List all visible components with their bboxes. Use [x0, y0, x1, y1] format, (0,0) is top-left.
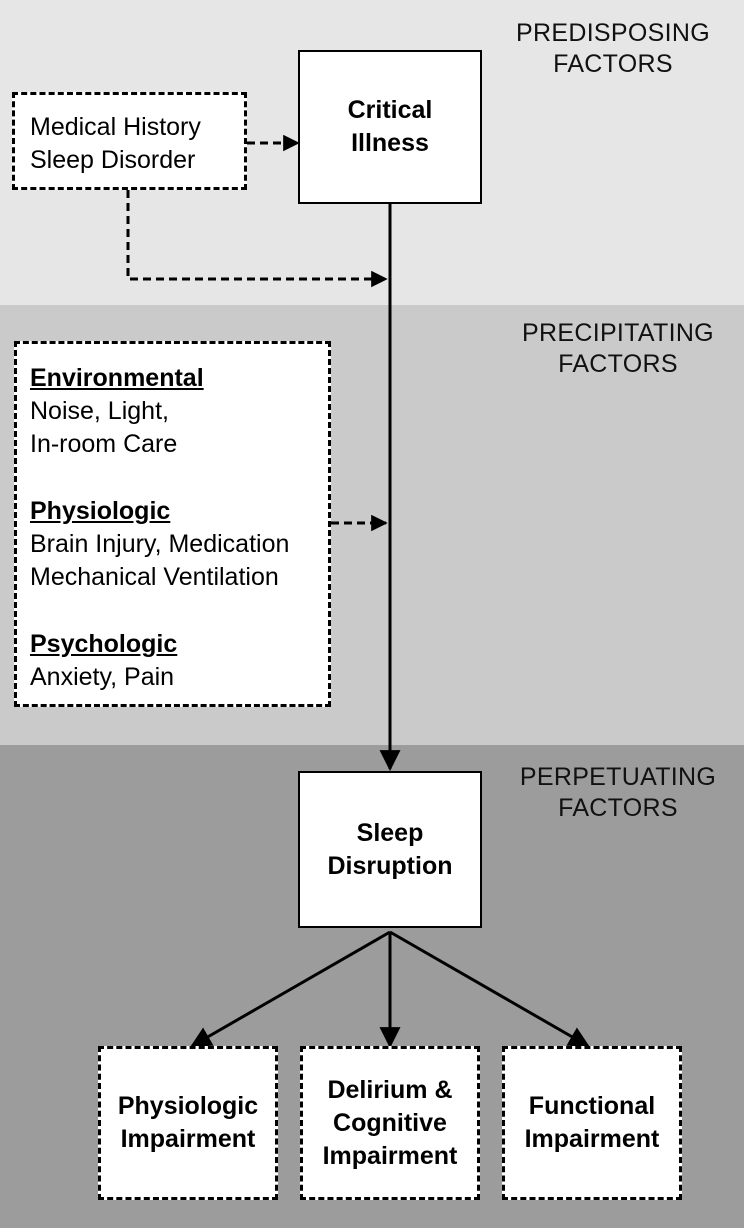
- delirium-cognitive-impairment-box: Delirium & Cognitive Impairment: [300, 1046, 480, 1200]
- physiologic-heading: Physiologic: [30, 497, 171, 525]
- precipitating-title: PRECIPITATING FACTORS: [488, 318, 744, 380]
- outcome-line: Physiologic: [117, 1092, 259, 1120]
- outcome-line: Delirium &: [327, 1075, 453, 1104]
- functional-impairment-label: Functional Impairment: [525, 1090, 660, 1156]
- environmental-heading: Environmental: [30, 364, 204, 392]
- perpetuating-title-line: FACTORS: [558, 794, 678, 822]
- critical-illness-line: Illness: [351, 129, 429, 157]
- predisposing-title: PREDISPOSING FACTORS: [483, 18, 743, 80]
- history-to-spine-arrow: [126, 190, 388, 288]
- outcome-line: Impairment: [524, 1125, 660, 1153]
- sleep-disruption-box: Sleep Disruption: [298, 771, 482, 928]
- psychologic-group: Psychologic Anxiety, Pain: [30, 628, 328, 694]
- critical-illness-label: Critical Illness: [348, 94, 433, 160]
- environmental-item: In-room Care: [30, 430, 178, 458]
- sleep-to-functional-arrow: [389, 930, 590, 1048]
- perpetuating-title: PERPETUATING FACTORS: [488, 762, 744, 824]
- precipitating-factors-box: Environmental Noise, Light, In-room Care…: [14, 341, 331, 707]
- functional-impairment-box: Functional Impairment: [502, 1046, 682, 1200]
- precipitating-title-line: PRECIPITATING: [522, 319, 714, 347]
- psychologic-item: Anxiety, Pain: [30, 663, 175, 691]
- physiologic-impairment-label: Physiologic Impairment: [118, 1090, 258, 1156]
- psychologic-heading: Psychologic: [30, 630, 178, 658]
- physiologic-group: Physiologic Brain Injury, Medication Mec…: [30, 495, 328, 594]
- sleep-to-physiologic-arrow: [190, 930, 391, 1048]
- predisposing-title-line: PREDISPOSING: [516, 19, 710, 47]
- sleep-disruption-line: Disruption: [327, 851, 453, 880]
- outcome-line: Cognitive: [333, 1108, 447, 1137]
- predisposing-title-line: FACTORS: [553, 50, 673, 78]
- precipitating-title-line: FACTORS: [558, 350, 678, 378]
- medical-history-line: Sleep Disorder: [30, 146, 196, 174]
- outcome-line: Functional: [528, 1092, 656, 1120]
- perpetuating-title-line: PERPETUATING: [519, 763, 717, 791]
- medical-history-box: Medical History Sleep Disorder: [12, 92, 247, 190]
- medical-history-line: Medical History: [30, 113, 201, 141]
- physiologic-item: Mechanical Ventilation: [30, 563, 279, 591]
- environmental-item: Noise, Light,: [30, 397, 169, 425]
- sleep-disruption-line: Sleep: [356, 818, 424, 847]
- environmental-group: Environmental Noise, Light, In-room Care: [30, 362, 328, 461]
- outcome-line: Impairment: [120, 1125, 256, 1153]
- physiologic-impairment-box: Physiologic Impairment: [98, 1046, 278, 1200]
- critical-illness-box: Critical Illness: [298, 50, 482, 204]
- physiologic-item: Brain Injury, Medication: [30, 530, 290, 558]
- delirium-cognitive-impairment-label: Delirium & Cognitive Impairment: [323, 1074, 458, 1173]
- critical-illness-line: Critical: [347, 96, 433, 124]
- sleep-disruption-label: Sleep Disruption: [328, 817, 453, 883]
- outcome-line: Impairment: [322, 1141, 458, 1170]
